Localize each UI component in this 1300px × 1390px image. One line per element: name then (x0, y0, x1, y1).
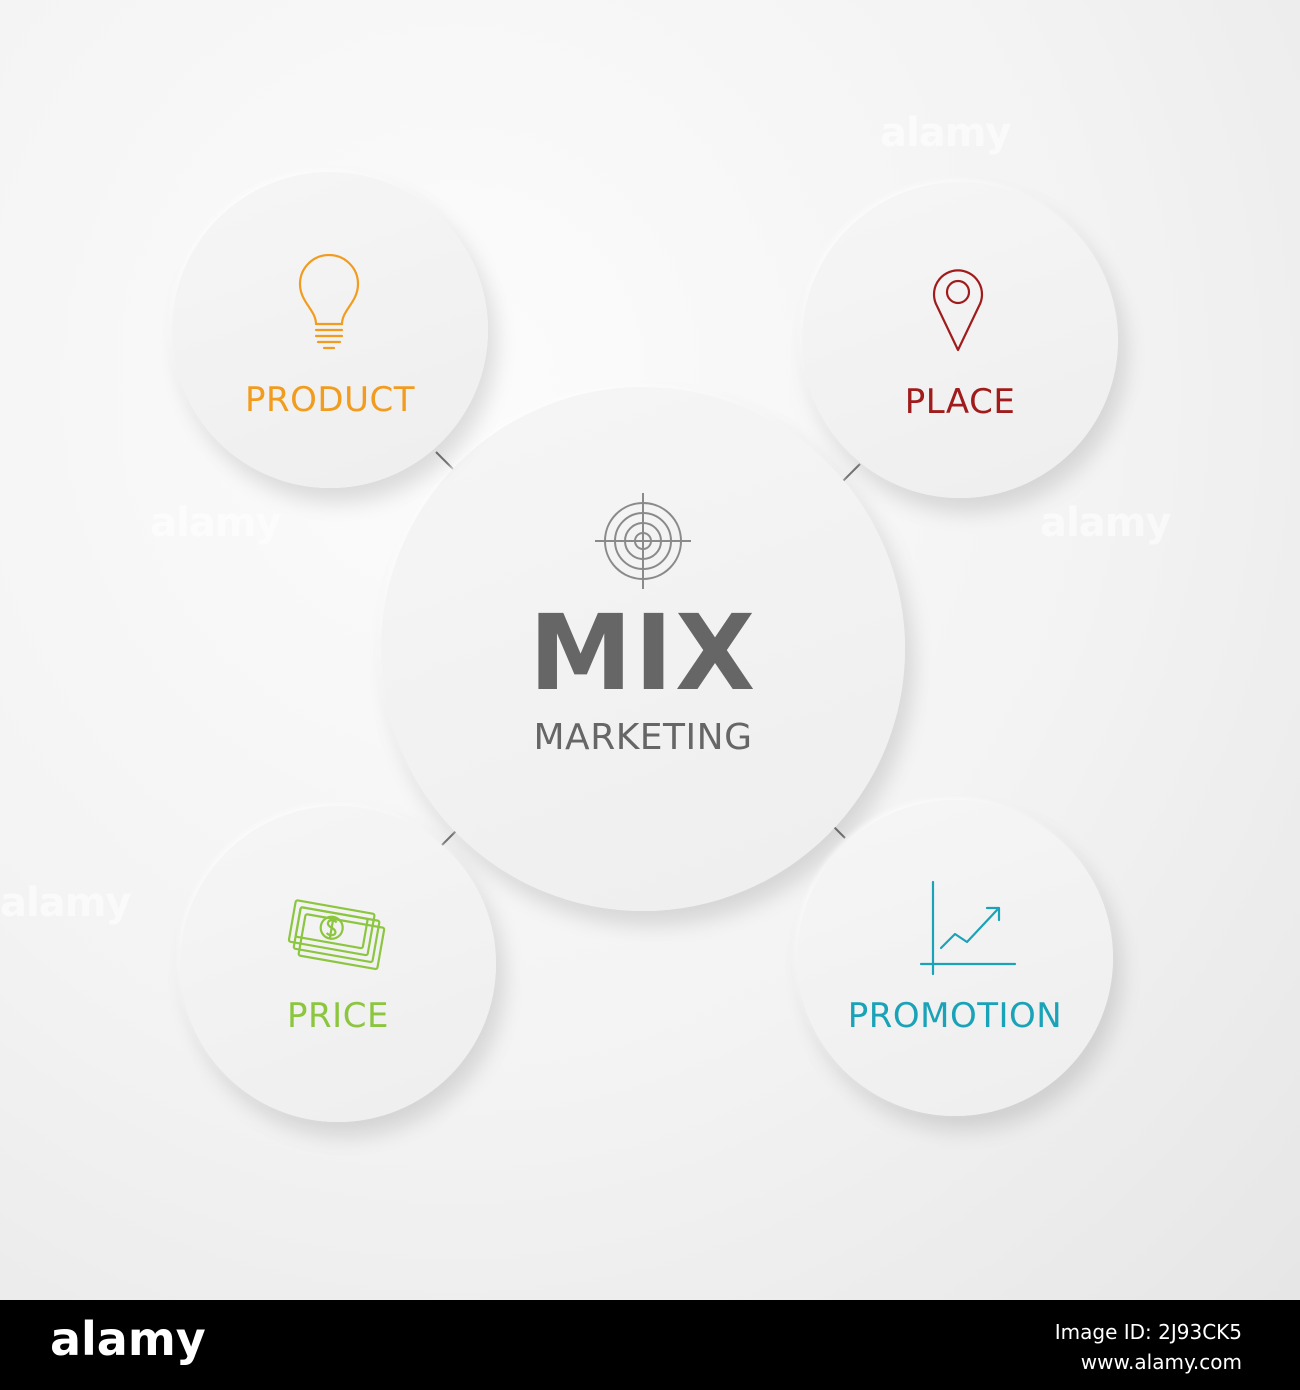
product-label: PRODUCT (245, 380, 415, 420)
watermark: alamy (150, 500, 281, 546)
footer-bar: alamy Image ID: 2J93CK5 www.alamy.com (0, 1300, 1300, 1390)
image-id-text: Image ID: 2J93CK5 (1054, 1320, 1242, 1344)
footer-info: Image ID: 2J93CK5 www.alamy.com (1055, 1317, 1242, 1377)
mix-title: MIX (528, 592, 758, 714)
target-crosshair-icon (595, 493, 691, 589)
map-pin-icon (932, 269, 984, 352)
watermark: alamy (1040, 500, 1171, 546)
alamy-logo: alamy (50, 1312, 206, 1366)
watermark: alamy (880, 110, 1011, 156)
growth-chart-icon (919, 880, 1017, 976)
center-mix-circle: MIX MARKETING (381, 387, 905, 911)
marketing-subtitle: MARKETING (533, 717, 753, 758)
place-circle: PLACE (802, 182, 1118, 498)
cash-icon (287, 899, 386, 971)
promotion-circle: PROMOTION (797, 800, 1113, 1116)
price-label: PRICE (287, 996, 389, 1036)
product-circle: PRODUCT (172, 172, 488, 488)
promotion-label: PROMOTION (847, 996, 1063, 1036)
infographic-canvas: alamy alamy alamy alamy alamy (0, 0, 1300, 1300)
footer-url: www.alamy.com (1080, 1350, 1242, 1374)
place-label: PLACE (904, 382, 1016, 422)
lightbulb-icon (298, 254, 360, 350)
watermark: alamy (0, 880, 131, 926)
price-circle: PRICE (180, 806, 496, 1122)
